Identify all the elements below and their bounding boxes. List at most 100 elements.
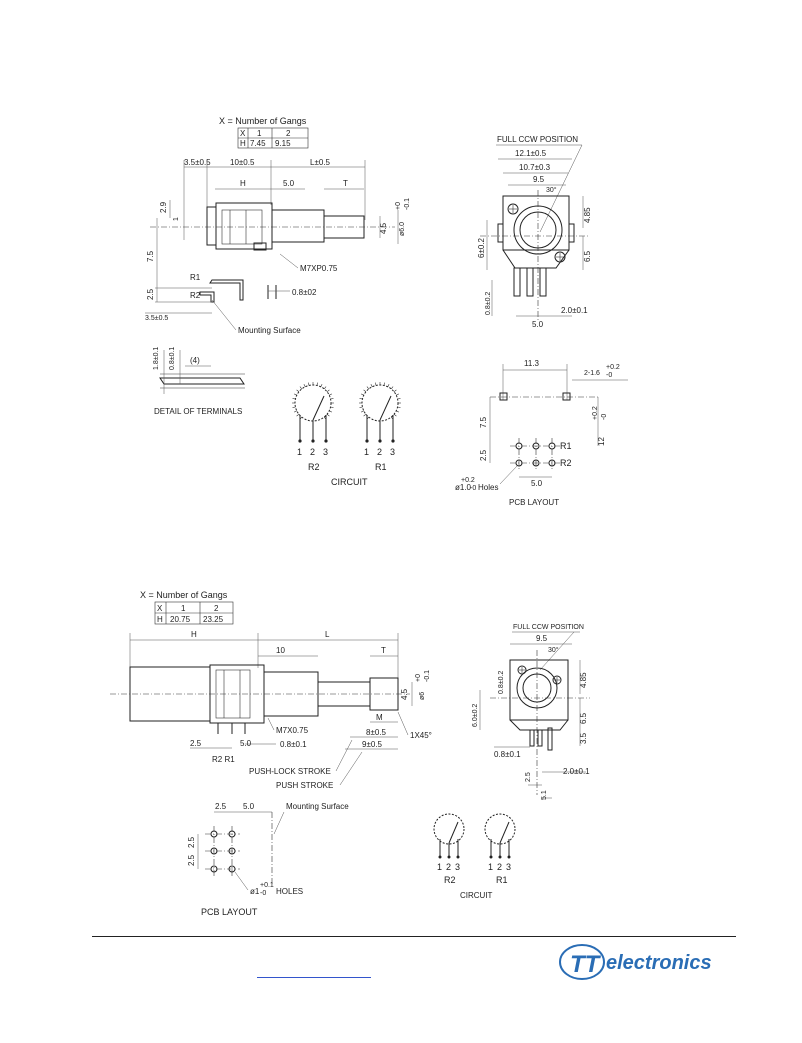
push-stroke-label: PUSH STROKE: [276, 781, 333, 790]
dim-label: 5.0: [240, 739, 252, 748]
dim-label: -0: [601, 414, 608, 420]
dim-label: ø6: [419, 692, 426, 700]
circuit-r1-label: R1: [375, 462, 387, 472]
knob-tooth: [363, 413, 367, 417]
pin-label: 3: [506, 862, 511, 872]
bottom-front-view: FULL CCW POSITION 9.5 30° 4.85 6.5 3.5 0…: [472, 624, 590, 800]
top-circuit: 1 2 3 R2 1 2 3 R1 CIRCUIT: [294, 384, 399, 487]
dim-label: 1: [173, 217, 180, 221]
pcb-caption: PCB LAYOUT: [201, 907, 258, 917]
dim-label: 2.0±0.1: [561, 306, 588, 315]
dim-label: ø1.0: [455, 483, 472, 492]
dim-label: 4.5: [379, 222, 388, 234]
dim-label: -0: [260, 890, 266, 897]
dim-label: 0.8±0.1: [169, 347, 176, 370]
dim-label: 2.5: [190, 739, 202, 748]
bottom-gangs-caption: X = Number of Gangs: [140, 590, 228, 600]
bottom-side-view: H L 10 T 4.5 ø6 +0 -0.1 M 1X45° M7X0.75 …: [110, 630, 432, 790]
pcb-r1-label: R1: [560, 441, 572, 451]
dim-label: 0.8±0.2: [485, 292, 492, 315]
dim-label: 5.0: [532, 320, 544, 329]
knob-tooth: [370, 383, 373, 387]
knob-tooth: [326, 413, 330, 417]
knob-tooth: [292, 398, 296, 400]
dim-label: 0.8±0.1: [494, 750, 521, 759]
dim-label: H: [240, 179, 246, 188]
full-ccw-label: FULL CCW POSITION: [513, 624, 584, 631]
dim-label: +0.2: [606, 364, 620, 371]
pcb-hole-grid: [510, 438, 560, 470]
angle-label: 30°: [548, 646, 559, 654]
dim-label: 10.7±0.3: [519, 163, 551, 172]
top-pcb-layout: 11.3 2-1.6 +0.2 -0 R1 R2 7.5 2.5 5.0 12 …: [455, 359, 628, 507]
knob-tooth: [387, 383, 390, 387]
knob-tooth: [296, 389, 300, 393]
pin-label: 1: [297, 447, 302, 457]
dim-label: -0.1: [404, 198, 411, 210]
full-ccw-label: FULL CCW POSITION: [497, 135, 578, 144]
knob-tooth: [366, 416, 370, 420]
circuit-r2-label: R2: [444, 875, 456, 885]
dim-label: M: [376, 713, 383, 722]
knob-tooth: [296, 413, 300, 417]
dim-label: 2.5: [146, 288, 155, 300]
dim-label: 2.5: [187, 836, 196, 848]
knob-tooth: [359, 398, 363, 400]
dim-label: 8±0.5: [366, 728, 387, 737]
logo-mark: TT: [570, 951, 602, 978]
bottom-gang-cell: 23.25: [203, 615, 224, 624]
mounting-surface-label: Mounting Surface: [238, 326, 301, 335]
footer-link-underline[interactable]: [257, 977, 371, 978]
push-lock-stroke-label: PUSH-LOCK STROKE: [249, 767, 331, 776]
top-gang-cell: X: [240, 129, 246, 138]
dim-label: -0.1: [424, 670, 431, 682]
top-front-view: FULL CCW POSITION 12.1±0.5 10.7±0.3 9.5 …: [477, 135, 592, 329]
dim-label: T: [343, 179, 348, 188]
terminal-label: R2: [190, 291, 201, 300]
knob-tooth: [366, 386, 370, 390]
dim-label: 0.8±0.2: [498, 671, 505, 694]
dim-label: 5.0: [531, 479, 543, 488]
dim-label: 4.85: [579, 672, 588, 688]
dim-label: Holes: [478, 483, 498, 492]
pcb-caption: PCB LAYOUT: [509, 498, 559, 507]
dim-label: 5.1: [541, 790, 548, 800]
dim-label: 6.5: [583, 250, 592, 262]
dim-label: 2.9: [159, 201, 168, 213]
knob-tooth: [359, 406, 363, 408]
dim-label: 5.0: [243, 802, 255, 811]
knob-tooth: [390, 386, 394, 390]
knob-tooth: [396, 410, 400, 413]
knob-tooth: [360, 393, 364, 396]
dim-label: 2.5: [525, 772, 532, 782]
knob-tooth: [320, 383, 323, 387]
dim-label: 1.8±0.1: [153, 347, 160, 370]
dim-label: 2.5: [215, 802, 227, 811]
dim-label: ø6.0: [399, 222, 406, 236]
bottom-circuit: 1 2 3 R2 1 2 3 R1 CIRCUIT: [433, 813, 516, 900]
knob-tooth: [299, 386, 303, 390]
knob-tooth: [390, 416, 394, 420]
dim-label: 5.0: [283, 179, 295, 188]
pin-label: 3: [323, 447, 328, 457]
knob-tooth: [323, 386, 327, 390]
knob-tooth: [375, 382, 377, 386]
dim-label: 12.1±0.5: [515, 149, 547, 158]
bottom-pcb-layout: 2.5 5.0 Mounting Surface 2.5 2.5 ø1 +0.1…: [187, 802, 349, 917]
knob-tooth: [393, 389, 397, 393]
dim-label: 6.0±0.2: [472, 704, 479, 727]
terminal-label: R1: [190, 273, 201, 282]
circuit-caption: CIRCUIT: [460, 891, 493, 900]
dim-label: +0.1: [260, 882, 274, 889]
detail-caption: DETAIL OF TERMINALS: [154, 407, 242, 416]
logo-ring-icon: [559, 944, 605, 980]
pin-label: 1: [488, 862, 493, 872]
dim-label: 2.5: [479, 449, 488, 461]
dim-label: 7.5: [146, 250, 155, 262]
pin-label: 2: [497, 862, 502, 872]
dim-label: 3.5±0.5: [145, 315, 168, 322]
knob-tooth: [323, 416, 327, 420]
knob-tooth: [326, 389, 330, 393]
